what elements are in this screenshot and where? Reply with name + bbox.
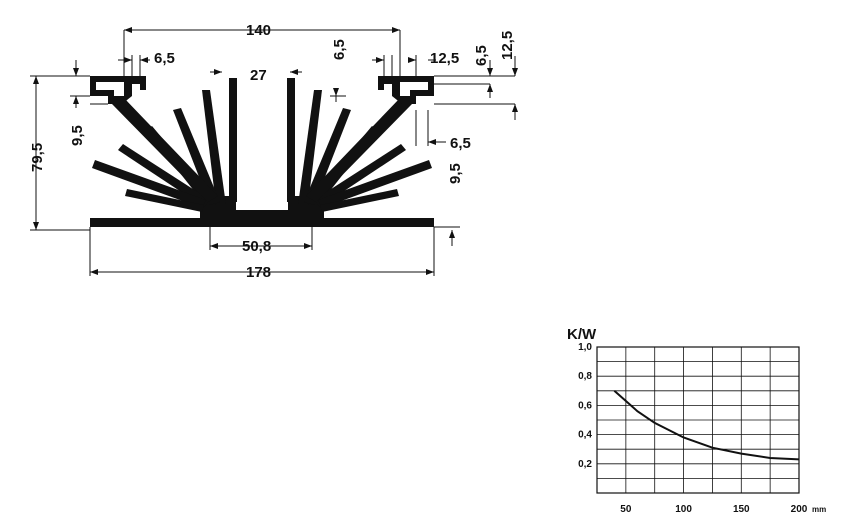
dim-27-label: 27 — [250, 67, 267, 84]
dim-6-5-top-right-label: 6,5 — [331, 39, 348, 60]
clip-right — [378, 76, 434, 104]
dim-50-8-label: 50,8 — [242, 238, 271, 255]
chart-y-tick-label: 0,2 — [578, 459, 592, 470]
arm-right — [306, 98, 412, 202]
chart-y-axis-label: K/W — [567, 326, 597, 343]
chart-y-tick-label: 0,6 — [578, 400, 592, 411]
clip-left — [90, 76, 146, 104]
fin-right-4 — [314, 144, 406, 207]
chart-x-tick-label: 200 — [791, 504, 808, 515]
base-plate — [90, 218, 434, 227]
fin-right-6 — [320, 189, 399, 212]
dim-79-5-label: 79,5 — [29, 143, 46, 172]
dim-12-5-vertical-label: 12,5 — [499, 31, 516, 60]
chart-y-tick-label: 0,4 — [578, 430, 592, 441]
dim-178-label: 178 — [246, 264, 271, 281]
fin-left-1 — [202, 90, 226, 205]
center-bridge — [200, 210, 324, 222]
dimension-arrows — [33, 27, 518, 275]
arm-left — [112, 98, 218, 202]
fin-left-5 — [92, 160, 206, 208]
chart-series-line — [613, 390, 800, 461]
dim-6-5-lower-label: 6,5 — [450, 135, 471, 152]
fin-right-5 — [318, 160, 432, 208]
center-wall-left — [229, 78, 237, 202]
dim-6-5-top-left-label: 6,5 — [154, 50, 175, 67]
chart-x-tick-label: 100 — [675, 504, 692, 515]
chart-x-tick-label: 50 — [620, 504, 632, 515]
chart-y-tick-label: 0,8 — [578, 371, 592, 382]
fin-right-2 — [304, 108, 351, 205]
dim-9-5-left-label: 9,5 — [69, 125, 86, 146]
chart-x-unit-label: mm — [812, 505, 826, 514]
heatsink-profile — [90, 76, 434, 227]
fin-left-6 — [125, 189, 204, 212]
dim-140-label: 140 — [246, 22, 271, 39]
dim-12-5-label: 12,5 — [430, 50, 459, 67]
chart-x-tick-label: 150 — [733, 504, 750, 515]
center-wall-right — [287, 78, 295, 202]
thermal-resistance-chart: 0,2 0,4 0,6 0,8 1,0 50 100 150 200 mm K/W — [567, 326, 826, 515]
fin-right-1 — [298, 90, 322, 205]
dim-6-5-vertical-label: 6,5 — [473, 45, 490, 66]
fin-left-4 — [118, 144, 210, 207]
fin-left-2 — [173, 108, 220, 205]
chart-y-tick-label: 1,0 — [578, 342, 592, 353]
dim-9-5-right-label: 9,5 — [447, 163, 464, 184]
